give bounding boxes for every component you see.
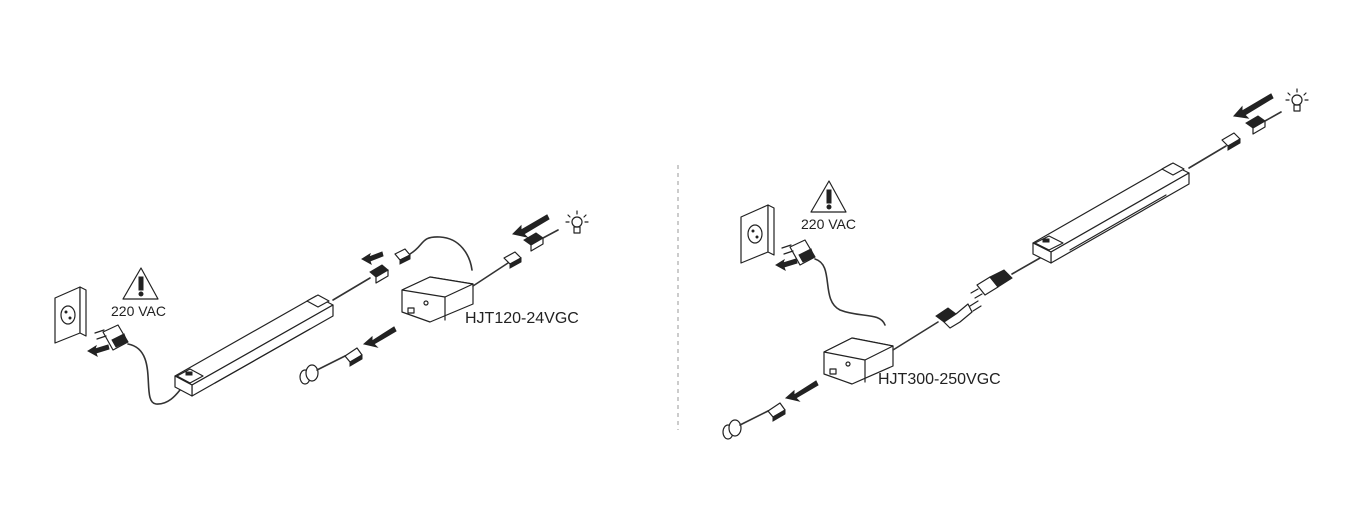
led-driver — [1032, 162, 1190, 264]
warning-triangle-icon — [810, 180, 847, 213]
sensor-controller — [401, 276, 474, 323]
light-bulb-icon — [1285, 88, 1309, 112]
connector — [369, 264, 389, 284]
connector — [394, 248, 411, 265]
power-plug-icon — [935, 300, 982, 329]
right-model-label: HJT300-250VGC — [878, 371, 1001, 388]
left-panel: 220 VAC — [54, 210, 589, 405]
power-plug-icon — [970, 269, 1013, 299]
warning-triangle-icon — [122, 267, 159, 300]
wall-socket-icon — [54, 286, 87, 344]
connector — [503, 251, 522, 269]
power-plug-icon — [94, 324, 129, 351]
sensor-controller — [823, 337, 894, 385]
arrow-icon — [362, 326, 397, 348]
power-plug-icon — [781, 239, 816, 266]
connector — [1245, 111, 1282, 135]
left-model-label: HJT120-24VGC — [465, 310, 579, 327]
arrow-icon — [361, 251, 384, 266]
wall-socket-icon — [740, 204, 775, 264]
light-bulb-icon — [565, 210, 589, 234]
sensor-switch-icon — [299, 347, 363, 385]
left-warning-label: 220 VAC — [111, 303, 166, 319]
connector — [1221, 132, 1241, 151]
arrow-icon — [87, 344, 110, 358]
arrow-icon — [784, 380, 819, 402]
right-panel: 220 VAC HJT300-250VGC — [722, 88, 1309, 440]
arrow-icon — [1233, 93, 1274, 119]
led-driver — [174, 294, 334, 397]
arrow-icon — [511, 214, 550, 238]
right-warning-label: 220 VAC — [801, 216, 856, 232]
connector — [523, 229, 559, 252]
arrow-icon — [775, 258, 798, 272]
sensor-switch-icon — [722, 402, 786, 440]
